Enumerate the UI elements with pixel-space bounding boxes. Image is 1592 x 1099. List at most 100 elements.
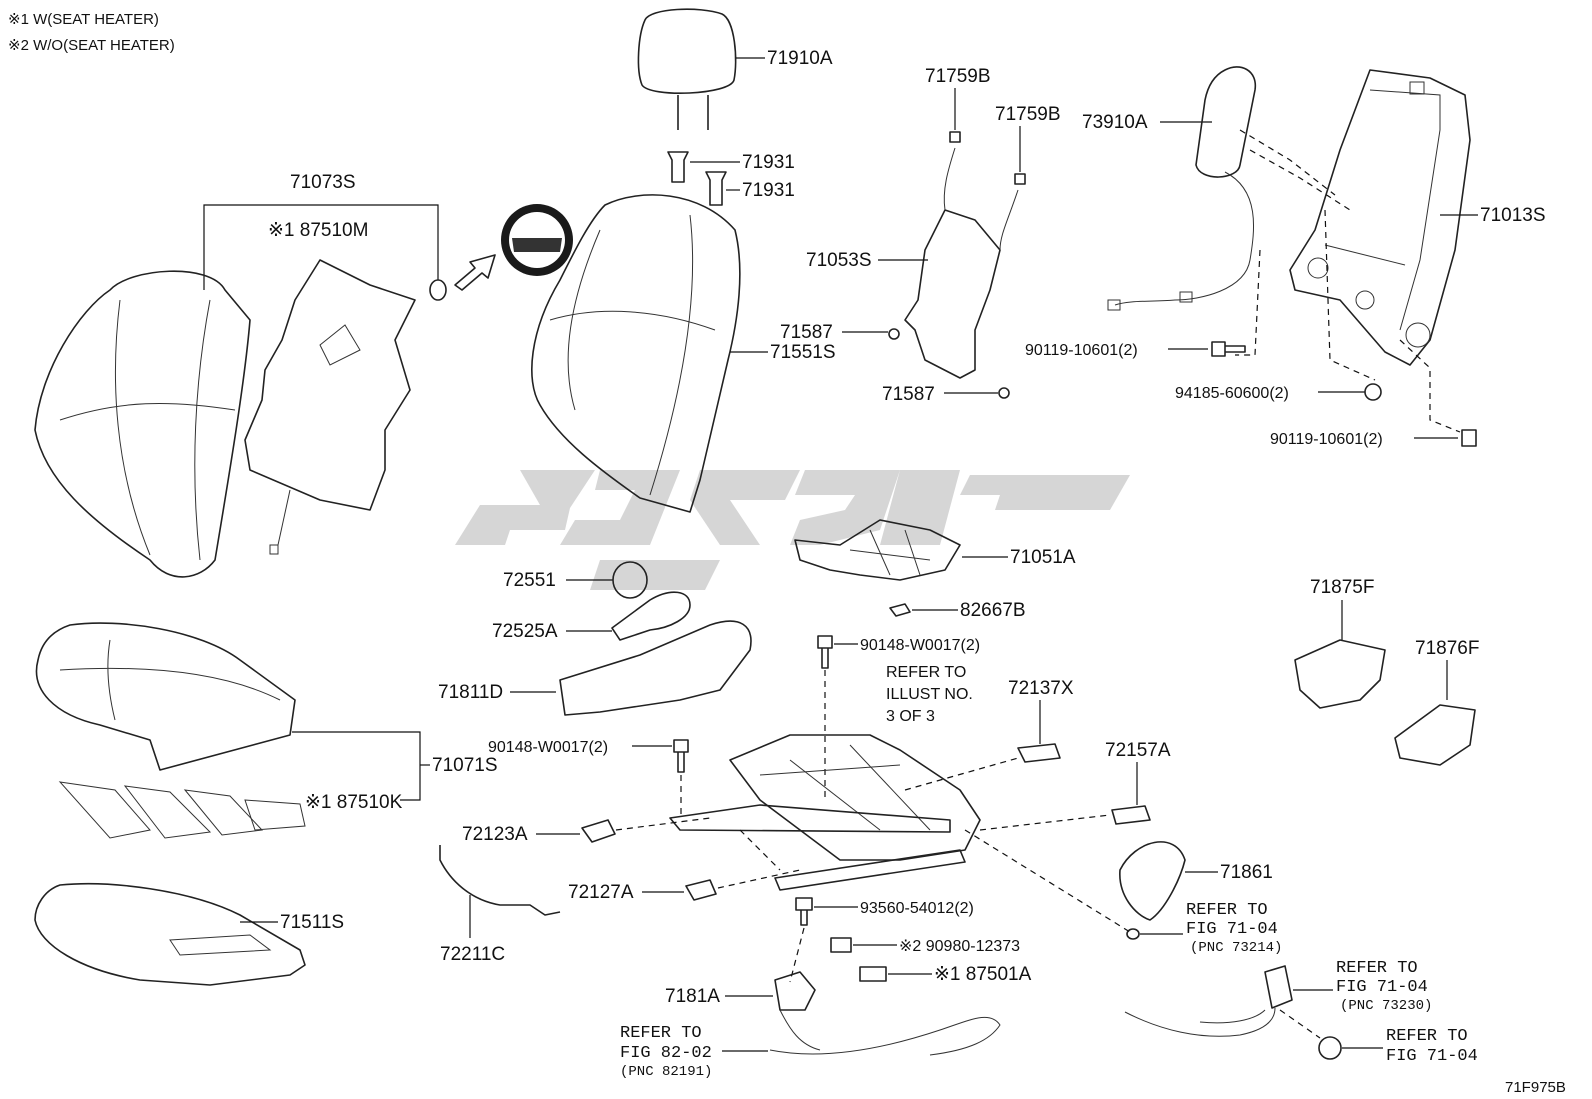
guide-ring (964, 829, 1131, 933)
part-label-82667B: 82667B (960, 600, 1026, 621)
part-label-71511S: 71511S (280, 912, 344, 933)
shield-71811D (559, 620, 752, 716)
part-label-71811D: 71811D (438, 682, 503, 703)
side-airbag-part (1107, 66, 1256, 311)
part-label-87510M: ※1 87510M (268, 220, 368, 241)
clip-71759B-b (1014, 173, 1026, 185)
guide-airbag-b (1249, 149, 1351, 211)
part-label-71876F: 71876F (1415, 638, 1479, 659)
part-label-72157A: 72157A (1105, 740, 1171, 761)
seatback-heater-mat-part (244, 259, 416, 555)
bolt-93560 (795, 897, 813, 926)
part-label-71931-b: 71931 (742, 180, 795, 201)
headrest-part (637, 8, 737, 130)
part-label-71861: 71861 (1220, 862, 1273, 883)
ring-73214 (1126, 928, 1140, 940)
ref-fig7104b-line2: FIG 71-04 (1336, 978, 1428, 997)
part-label-90119-a: 90119-10601(2) (1025, 342, 1138, 359)
part-label-72551: 72551 (503, 570, 556, 591)
ref-fig8202-line1: REFER TO (620, 1024, 702, 1043)
rod-72211C (439, 845, 561, 916)
part-label-71013S: 71013S (1480, 205, 1546, 226)
cover-71861 (1119, 841, 1186, 921)
leader-71073S (203, 204, 439, 290)
refer-illust-line2: ILLUST NO. (886, 686, 973, 703)
part-label-71587-a: 71587 (780, 322, 833, 343)
buckle-part (1124, 965, 1293, 1037)
detail-inset-icon (454, 204, 573, 291)
part-label-71759B-b: 71759B (995, 104, 1061, 125)
guide-72123A (615, 817, 711, 831)
cover-72127A (685, 879, 717, 901)
part-label-87510K: ※1 87510K (305, 792, 403, 813)
part-label-90148-a: 90148-W0017(2) (860, 637, 980, 654)
part-label-71053S: 71053S (806, 250, 872, 271)
part-label-90119-b: 90119-10601(2) (1270, 431, 1383, 448)
part-label-72525A: 72525A (492, 621, 558, 642)
part-label-72123A: 72123A (462, 824, 528, 845)
part-label-71073S: 71073S (290, 172, 356, 193)
refer-illust-line1: REFER TO (886, 664, 966, 681)
bolt-90148-b (673, 739, 689, 773)
cap-72551 (612, 561, 648, 599)
bolt-90119-b (1461, 429, 1477, 447)
part-label-72211C: 72211C (440, 944, 505, 965)
part-label-7181A: 7181A (665, 986, 720, 1007)
ref-fig7104b-pnc: (PNC 73230) (1340, 998, 1432, 1014)
bolt-90148-a (817, 635, 833, 669)
part-label-73910A: 73910A (1082, 112, 1148, 133)
bolt-90119-a (1211, 341, 1246, 357)
ref-fig8202-line2: FIG 82-02 (620, 1044, 712, 1063)
part-label-71931-a: 71931 (742, 152, 795, 173)
seat-track-frame-part (669, 734, 981, 891)
nut-71587-b (998, 387, 1010, 399)
refer-illust-line3: 3 OF 3 (886, 708, 935, 725)
ref-fig7104c-line2: FIG 71-04 (1386, 1047, 1478, 1066)
guide-72137X (904, 757, 1019, 791)
nut-fig7104-c (1318, 1036, 1342, 1060)
seatback-cover-part (34, 270, 251, 578)
connector-90980 (830, 937, 852, 953)
clip-82667B (889, 603, 911, 617)
wire-harness-branch (779, 1009, 821, 1051)
note-seat-heater: ※1 W(SEAT HEATER) (8, 11, 159, 28)
lumbar-panel-part (904, 147, 1019, 379)
part-label-71875F: 71875F (1310, 577, 1374, 598)
part-label-71910A: 71910A (767, 48, 833, 69)
ref-fig7104a-line1: REFER TO (1186, 901, 1268, 920)
ref-fig7104b-line1: REFER TO (1336, 959, 1418, 978)
guide-nut (1324, 209, 1376, 381)
guide-fig7104-c (1279, 1009, 1321, 1039)
cover-72137X (1017, 743, 1061, 763)
part-label-71759B-a: 71759B (925, 66, 991, 87)
bracket-7181A (774, 971, 816, 1011)
seal-ring (429, 279, 447, 301)
cover-71875F (1294, 639, 1386, 709)
part-label-71551S: 71551S (770, 342, 836, 363)
leader-71071S (292, 731, 421, 801)
cover-72123A (581, 819, 616, 843)
module-87501A (859, 966, 887, 982)
part-label-72127A: 72127A (568, 882, 634, 903)
note-no-seat-heater: ※2 W/O(SEAT HEATER) (8, 37, 175, 54)
guide-bolt-b (1399, 339, 1461, 433)
part-label-72137X: 72137X (1008, 678, 1074, 699)
guide-72157A (979, 814, 1111, 831)
cushion-cover-part (35, 622, 296, 771)
part-label-93560: 93560-54012(2) (860, 900, 974, 917)
wire-harness-82191 (769, 1016, 1001, 1056)
part-label-94185: 94185-60600(2) (1175, 385, 1289, 402)
part-label-71051A: 71051A (1010, 547, 1076, 568)
guide-airbag-a (1239, 129, 1336, 196)
part-label-87501A: ※1 87501A (934, 964, 1032, 985)
cover-71876F (1394, 704, 1476, 766)
figure-code: 71F975B (1505, 1079, 1566, 1096)
guide-bolt-a (1235, 249, 1261, 356)
nut-94185 (1364, 383, 1382, 401)
watermark-logo (455, 470, 1130, 590)
part-label-90148-b: 90148-W0017(2) (488, 739, 608, 756)
seat-spring-part (794, 519, 961, 581)
guide-72127A (717, 829, 801, 889)
